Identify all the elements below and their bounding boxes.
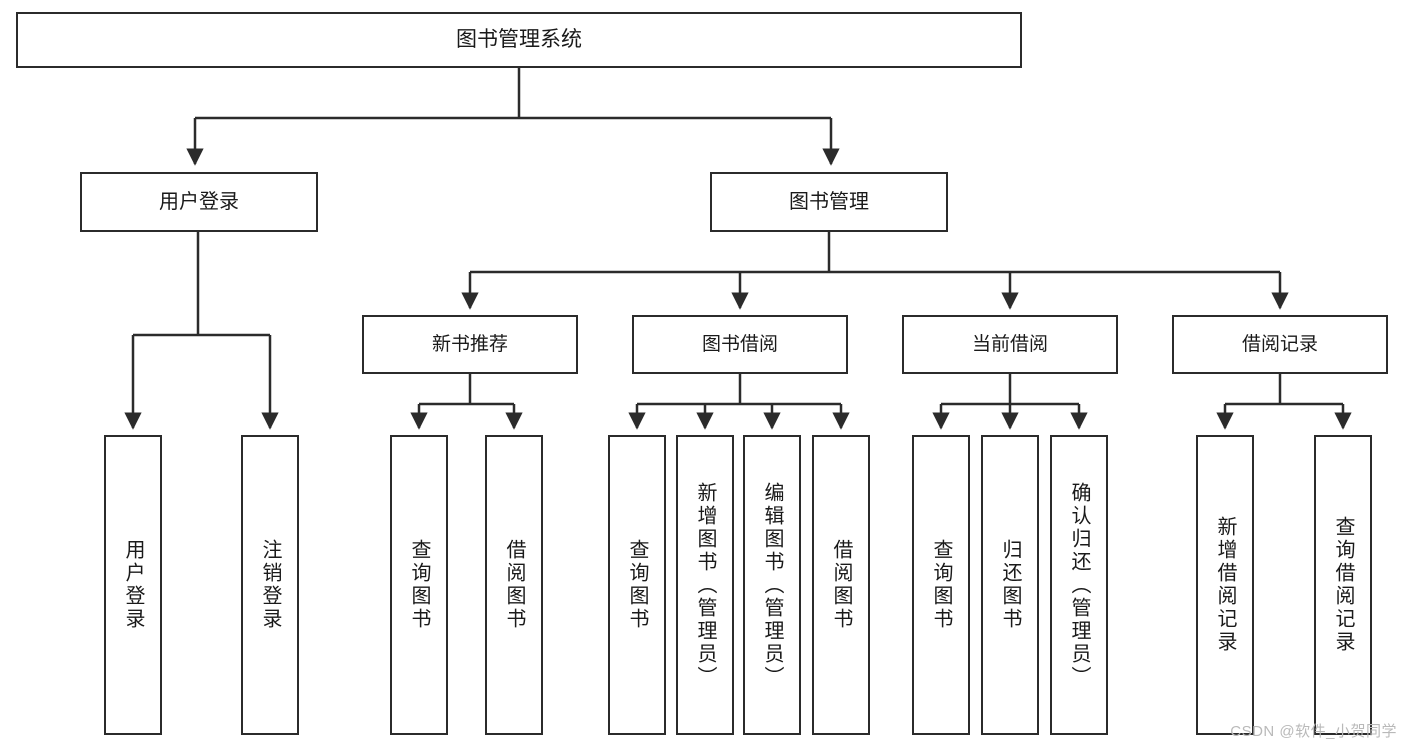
node-leaf-user-login[interactable]: 用户登录 [104, 435, 162, 735]
node-leaf-add-book-admin[interactable]: 新增图书（管理员） [676, 435, 734, 735]
node-book-borrow[interactable]: 图书借阅 [632, 315, 848, 374]
node-root-system[interactable]: 图书管理系统 [16, 12, 1022, 68]
node-leaf-query-book-b-label: 查询图书 [626, 539, 648, 631]
node-book-manage-label: 图书管理 [789, 190, 869, 213]
node-root-system-label: 图书管理系统 [456, 28, 582, 52]
node-leaf-confirm-return-admin[interactable]: 确认归还（管理员） [1050, 435, 1108, 735]
node-leaf-borrow-book-b[interactable]: 借阅图书 [812, 435, 870, 735]
node-leaf-query-book-a[interactable]: 查询图书 [390, 435, 448, 735]
node-leaf-confirm-return-admin-label: 确认归还（管理员） [1068, 481, 1090, 689]
node-leaf-logout-label: 注销登录 [259, 539, 281, 631]
node-leaf-query-book-c-label: 查询图书 [930, 539, 952, 631]
node-book-manage[interactable]: 图书管理 [710, 172, 948, 232]
node-leaf-add-book-admin-label: 新增图书（管理员） [694, 481, 716, 689]
node-leaf-logout[interactable]: 注销登录 [241, 435, 299, 735]
node-new-book-recommend[interactable]: 新书推荐 [362, 315, 578, 374]
node-leaf-edit-book-admin-label: 编辑图书（管理员） [761, 481, 783, 689]
node-current-borrow[interactable]: 当前借阅 [902, 315, 1118, 374]
node-leaf-add-record-label: 新增借阅记录 [1214, 516, 1236, 654]
node-book-borrow-label: 图书借阅 [701, 333, 778, 355]
node-leaf-query-record[interactable]: 查询借阅记录 [1314, 435, 1372, 735]
node-leaf-return-book[interactable]: 归还图书 [981, 435, 1039, 735]
node-leaf-add-record[interactable]: 新增借阅记录 [1196, 435, 1254, 735]
node-borrow-record[interactable]: 借阅记录 [1172, 315, 1388, 374]
node-leaf-query-book-a-label: 查询图书 [408, 539, 430, 631]
node-leaf-edit-book-admin[interactable]: 编辑图书（管理员） [743, 435, 801, 735]
node-new-book-recommend-label: 新书推荐 [431, 333, 508, 355]
node-leaf-query-book-c[interactable]: 查询图书 [912, 435, 970, 735]
node-user-login-label: 用户登录 [159, 190, 239, 213]
node-leaf-user-login-label: 用户登录 [122, 539, 144, 631]
node-user-login[interactable]: 用户登录 [80, 172, 318, 232]
node-leaf-query-book-b[interactable]: 查询图书 [608, 435, 666, 735]
node-leaf-borrow-book-b-label: 借阅图书 [830, 539, 852, 631]
node-leaf-borrow-book-a-label: 借阅图书 [503, 539, 525, 631]
node-current-borrow-label: 当前借阅 [971, 333, 1048, 355]
node-borrow-record-label: 借阅记录 [1241, 333, 1318, 355]
node-leaf-return-book-label: 归还图书 [999, 539, 1021, 631]
node-leaf-borrow-book-a[interactable]: 借阅图书 [485, 435, 543, 735]
node-leaf-query-record-label: 查询借阅记录 [1332, 516, 1354, 654]
